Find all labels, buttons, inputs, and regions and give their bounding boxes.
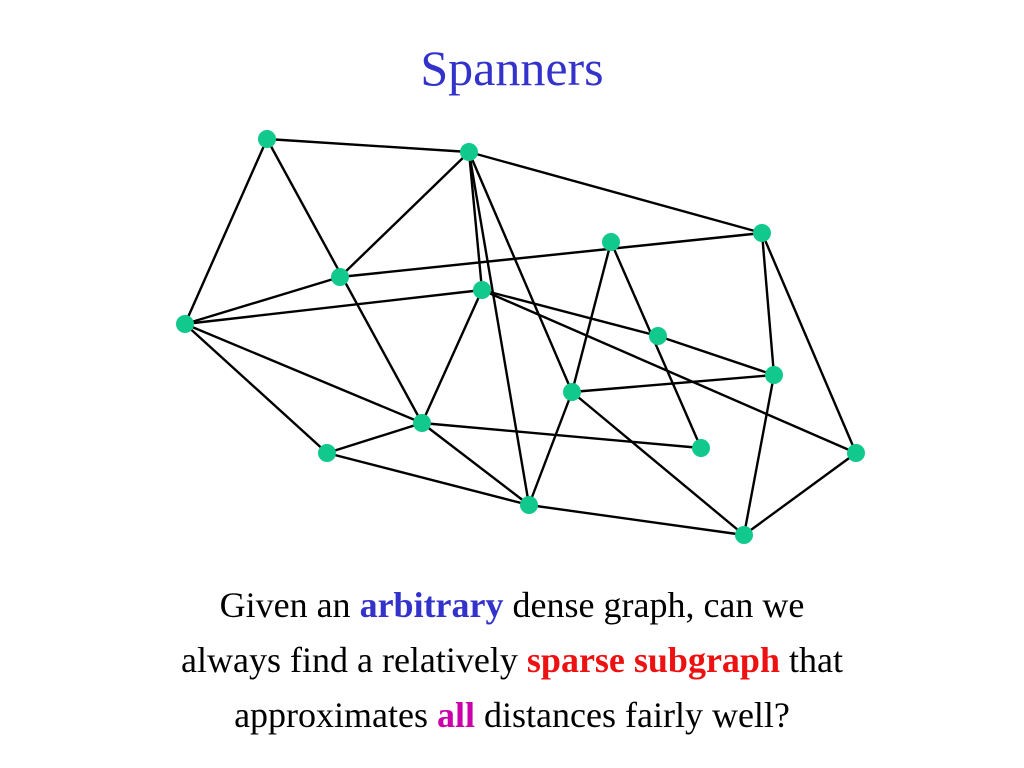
caption-line-2: always find a relatively sparse subgraph… — [0, 633, 1024, 688]
graph-edge — [184, 275, 341, 326]
graph-edge — [467, 151, 531, 506]
graph-node — [563, 383, 581, 401]
caption-question: Given an arbitrary dense graph, can we a… — [0, 578, 1024, 743]
graph-edge — [571, 391, 745, 536]
graph-edge — [326, 421, 423, 455]
caption-line-1: Given an arbitrary dense graph, can we — [0, 578, 1024, 633]
graph-edge — [184, 322, 423, 425]
graph-edge — [527, 391, 574, 506]
graph-edge — [743, 452, 857, 536]
graph-node — [735, 526, 753, 544]
graph-edge — [326, 451, 530, 507]
graph-edge — [421, 421, 702, 450]
graph-edge — [184, 288, 483, 326]
graph-edge — [570, 241, 613, 393]
graph-edge — [467, 151, 574, 393]
graph-edge — [571, 373, 775, 394]
graph-edges — [183, 137, 858, 537]
emphasis-all: all — [437, 695, 476, 735]
graph-node — [331, 268, 349, 286]
graph-edge — [742, 374, 776, 536]
graph-edge — [481, 288, 857, 455]
graph-node — [460, 143, 478, 161]
caption-line-3: approximates all distances fairly well? — [0, 688, 1024, 743]
graph-node — [692, 439, 710, 457]
graph-nodes — [176, 130, 865, 544]
graph-node — [413, 414, 431, 432]
graph-edge — [657, 334, 775, 377]
graph-edge — [528, 503, 745, 537]
graph-edge — [760, 232, 858, 454]
graph-edge — [609, 241, 703, 449]
graph-node — [318, 444, 336, 462]
graph-node — [602, 233, 620, 251]
graph-edge — [467, 151, 484, 291]
slide-title: Spanners — [420, 40, 604, 96]
caption-text: distances fairly well? — [475, 695, 790, 735]
graph-node — [847, 444, 865, 462]
graph-node — [765, 366, 783, 384]
emphasis-sparse-subgraph: sparse subgraph — [526, 640, 780, 680]
graph-node — [753, 224, 771, 242]
graph-edge — [183, 138, 269, 325]
emphasis-arbitrary: arbitrary — [359, 585, 504, 625]
graph-edge — [468, 150, 763, 235]
caption-text: Given an — [219, 585, 360, 625]
graph-edge — [420, 289, 484, 424]
graph-edge — [421, 422, 530, 506]
caption-text: approximates — [234, 695, 438, 735]
graph-node — [473, 281, 491, 299]
graph-edge — [760, 232, 776, 376]
caption-text: always find a relatively — [181, 640, 527, 680]
graph-node — [649, 327, 667, 345]
graph-edge — [481, 288, 659, 338]
graph-node — [176, 315, 194, 333]
caption-text: dense graph, can we — [503, 585, 805, 625]
caption-text: that — [779, 640, 843, 680]
graph-edge — [266, 137, 470, 154]
graph-node — [258, 130, 276, 148]
graph-node — [520, 496, 538, 514]
graph-edge — [184, 323, 328, 454]
graph-edge — [339, 231, 763, 279]
graph-edge — [339, 151, 470, 278]
